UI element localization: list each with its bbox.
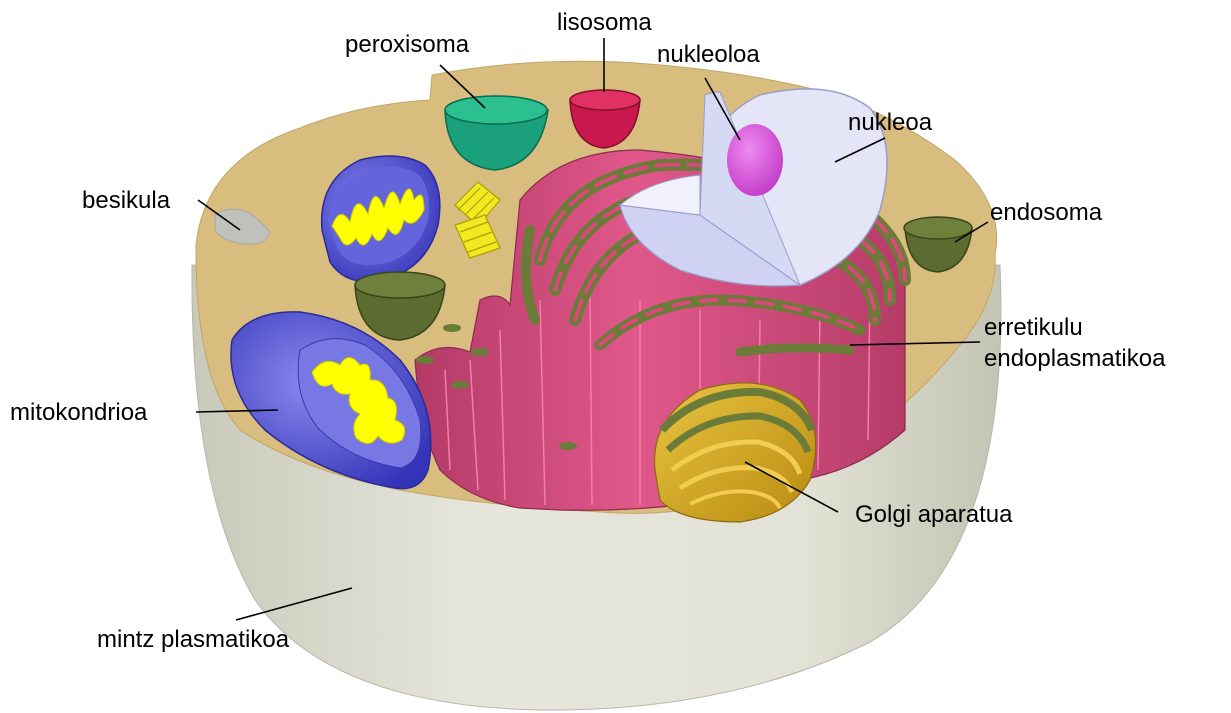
label-nucleus: nukleoa	[848, 109, 933, 136]
label-mitochondrion: mitokondrioa	[10, 399, 148, 426]
label-endosome: endosoma	[990, 199, 1103, 226]
label-vesicle: besikula	[82, 187, 171, 214]
label-er-line2: endoplasmatikoa	[984, 345, 1166, 372]
label-nucleolus: nukleoloa	[657, 41, 760, 68]
label-lysosome: lisosoma	[557, 9, 652, 36]
label-golgi: Golgi aparatua	[855, 501, 1013, 528]
label-er-line1: erretikulu	[984, 314, 1083, 341]
nucleolus-shape	[727, 124, 783, 196]
label-plasma-membrane: mintz plasmatikoa	[97, 626, 290, 653]
label-peroxisome: peroxisoma	[345, 31, 470, 58]
